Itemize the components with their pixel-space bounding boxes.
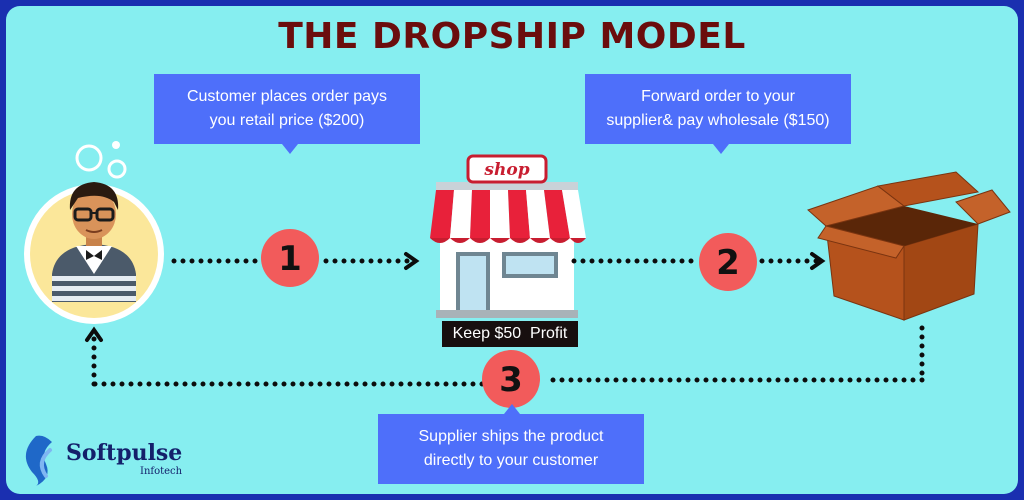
logo-name: Softpulse	[66, 440, 183, 466]
softpulse-logo: Softpulse Infotech	[14, 426, 194, 486]
shop-sign-text: shop	[483, 160, 529, 180]
callout-step-2-line-2: supplier& pay wholesale ($150)	[606, 112, 830, 129]
flow-diagram: shop	[24, 141, 1011, 486]
softpulse-logo-icon	[25, 435, 52, 486]
callout-step-3-pointer	[504, 404, 520, 414]
callout-step-3-line-1: Supplier ships the product	[418, 428, 604, 445]
step-3-number: 3	[499, 360, 523, 400]
customer-icon	[24, 141, 164, 324]
callout-step-2-line-1: Forward order to your	[641, 88, 795, 105]
callout-step-1-line-2: you retail price ($200)	[209, 112, 365, 129]
logo-subtitle: Infotech	[140, 466, 183, 477]
shop-icon	[430, 154, 586, 318]
step-2-circle	[699, 233, 757, 291]
step-3-circle	[482, 350, 540, 408]
callout-step-1: Customer places order pays you retail pr…	[154, 74, 420, 154]
diagram-frame: THE DROPSHIP MODEL	[6, 6, 1018, 494]
arrow-step-3	[85, 325, 925, 387]
callout-step-3: Supplier ships the product directly to y…	[378, 404, 644, 484]
callout-step-2: Forward order to your supplier& pay whol…	[585, 74, 851, 154]
arrow-step-2	[571, 252, 826, 270]
profit-label: Keep $50 Profit	[442, 321, 578, 347]
callout-step-1-line-1: Customer places order pays	[186, 88, 388, 105]
page-title: THE DROPSHIP MODEL	[278, 16, 746, 57]
callout-step-3-line-2: directly to your customer	[423, 452, 599, 469]
callout-step-2-pointer	[713, 144, 729, 154]
step-2-number: 2	[716, 243, 740, 283]
step-1-number: 1	[278, 239, 302, 279]
callout-step-1-pointer	[282, 144, 298, 154]
box-icon	[807, 171, 1011, 321]
step-1-circle	[261, 229, 319, 287]
arrow-step-1	[171, 252, 420, 270]
